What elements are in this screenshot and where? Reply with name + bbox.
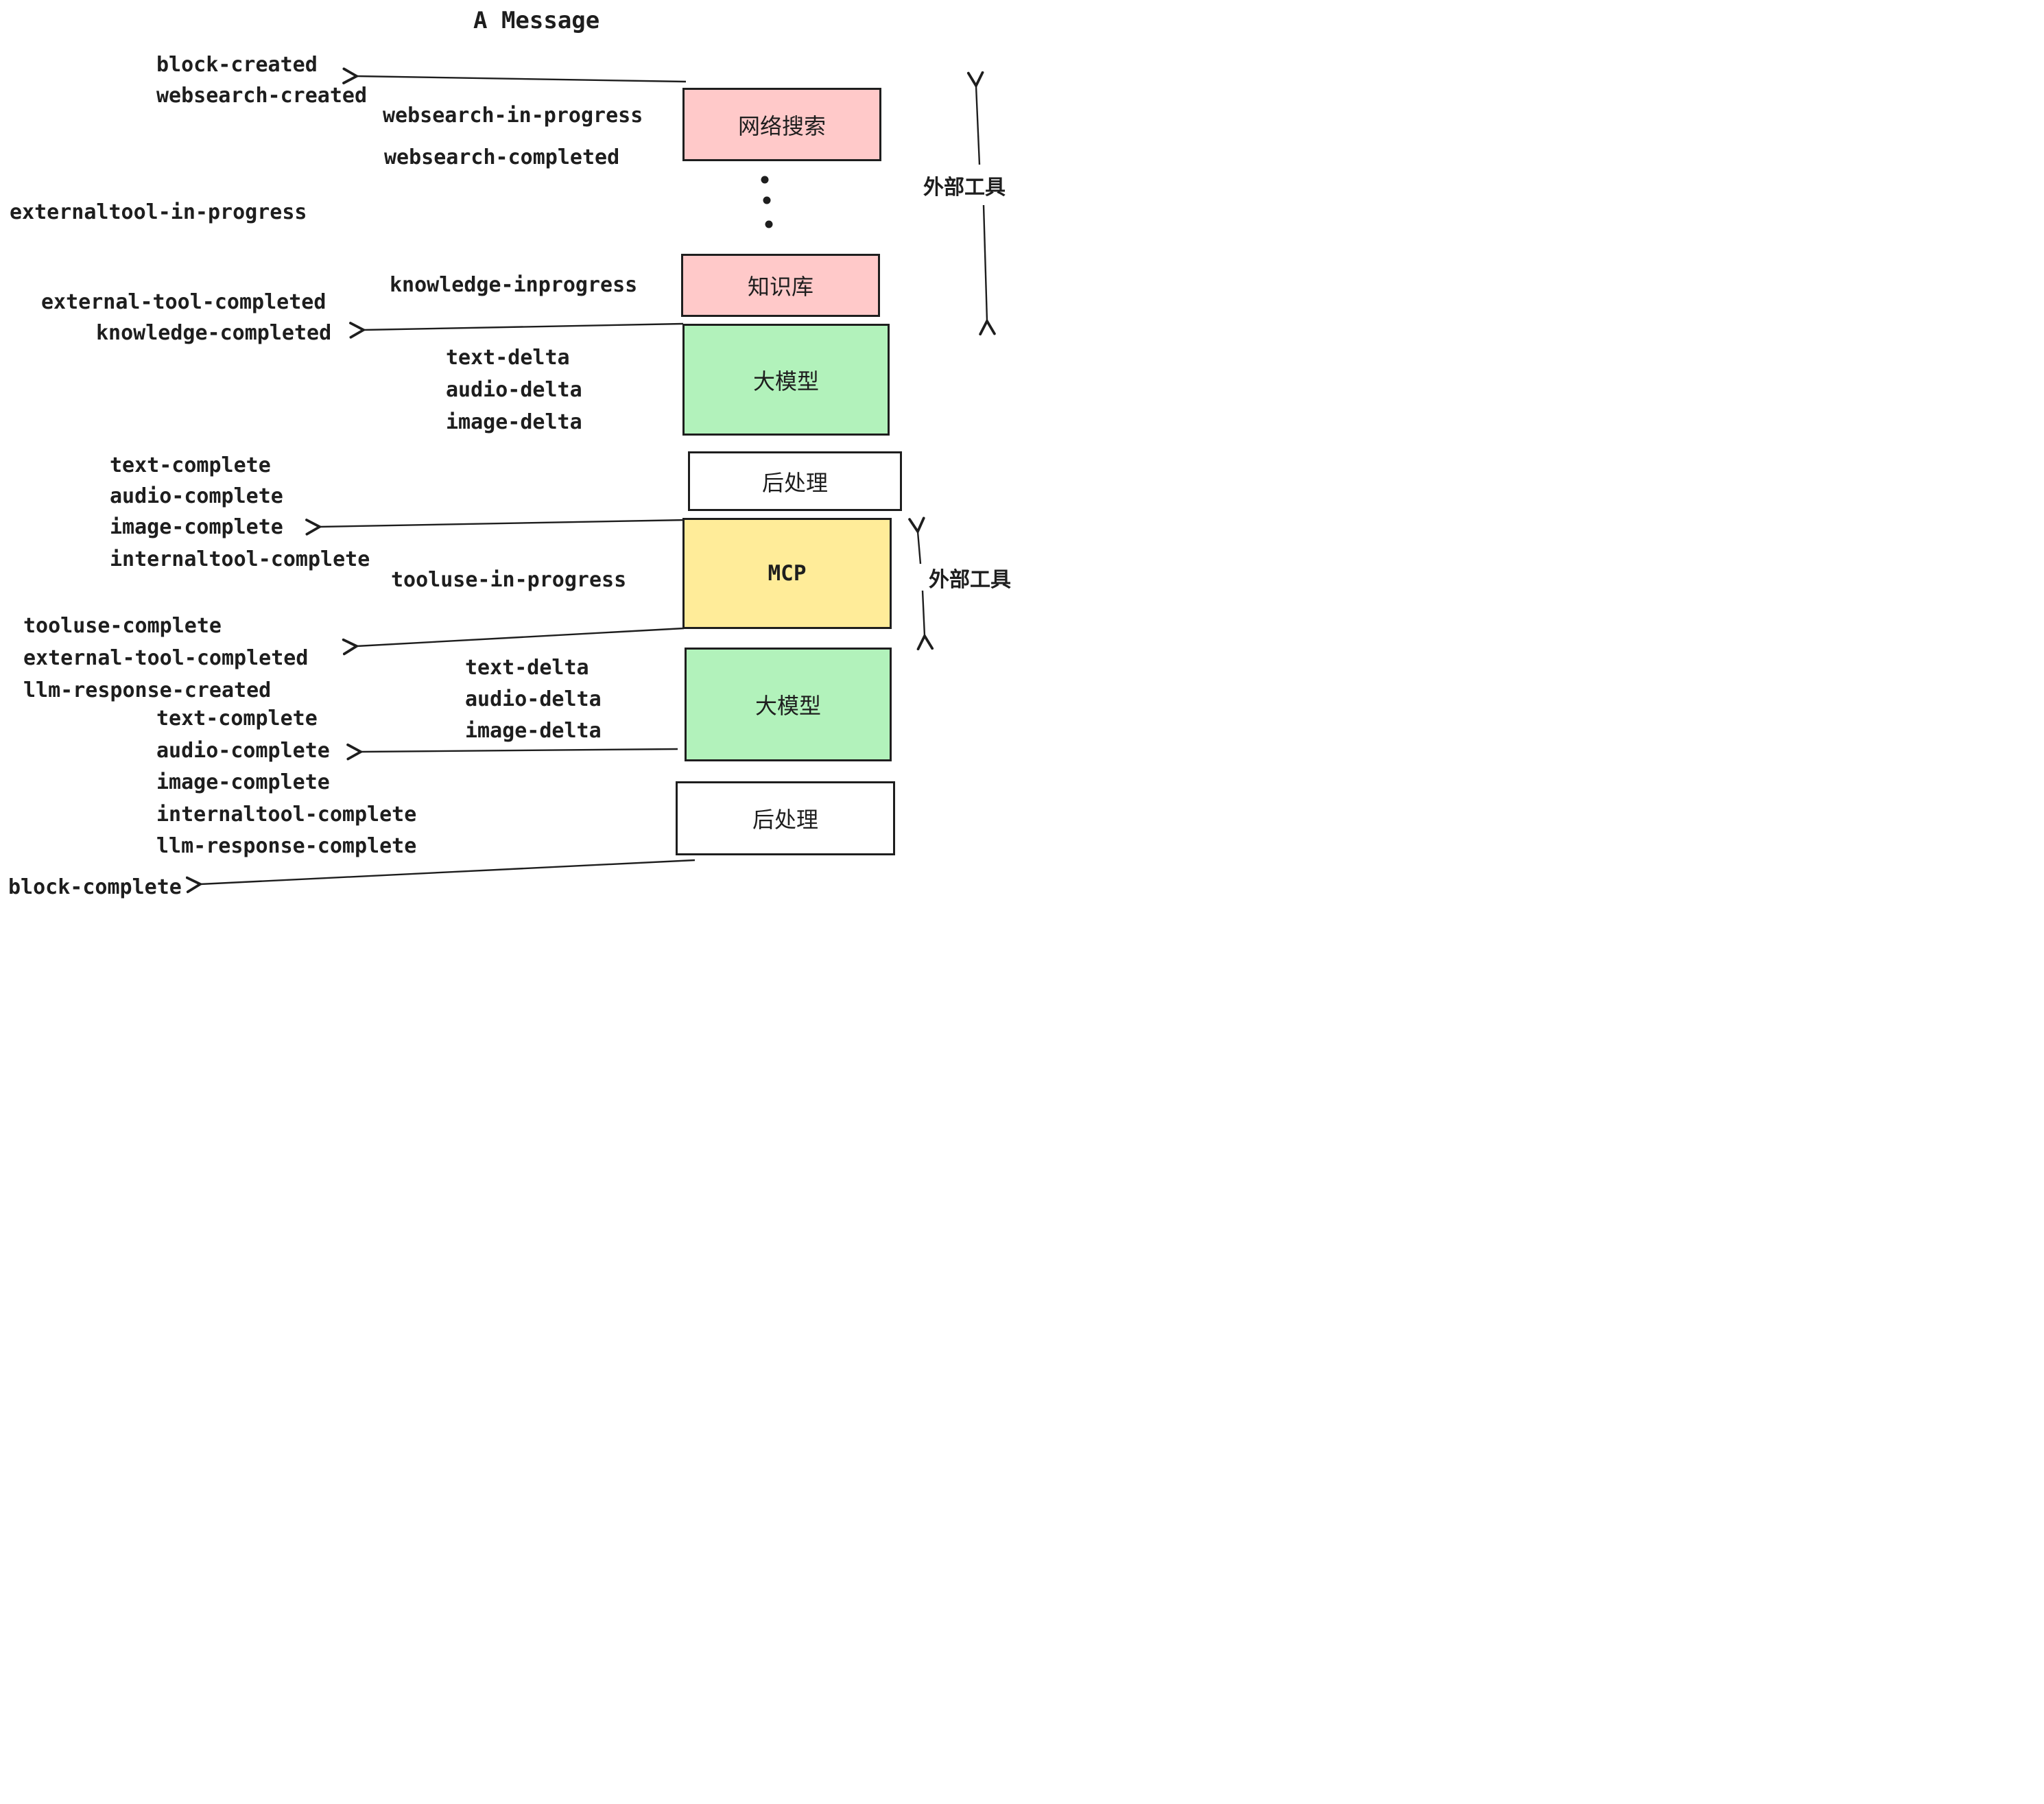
ellipsis-dot [763, 196, 771, 204]
event-llm-response-created: llm-response-created [23, 678, 272, 702]
event-audio-delta-2: audio-delta [465, 687, 602, 711]
llm-box-1: 大模型 [682, 324, 890, 436]
arrow-audio-complete [346, 743, 678, 761]
postprocess-box-2: 后处理 [676, 781, 895, 855]
event-external-tool-completed: external-tool-completed [41, 290, 326, 314]
mcp-box-label: MCP [768, 561, 807, 586]
knowledge-box-label: 知识库 [747, 274, 813, 300]
event-externaltool-in-progress: externaltool-in-progress [10, 200, 307, 224]
event-audio-complete: audio-complete [110, 484, 283, 508]
external-tools-label-1: 外部工具 [923, 176, 1006, 200]
mcp-box: MCP [682, 518, 892, 629]
event-internaltool-complete: internaltool-complete [110, 547, 370, 571]
websearch-box: 网络搜索 [682, 88, 881, 161]
arrow-knowledge-completed [349, 322, 684, 339]
external-tools-label-2: 外部工具 [929, 568, 1011, 592]
event-websearch-completed: websearch-completed [384, 145, 620, 169]
event-tooluse-complete: tooluse-complete [23, 614, 222, 638]
arrow-external-tools-up [966, 71, 984, 165]
arrow-mcp-external-down [916, 590, 934, 651]
event-audio-complete-2: audio-complete [156, 739, 330, 763]
event-block-created: block-created [156, 53, 318, 77]
event-websearch-created: websearch-created [156, 84, 368, 108]
arrow-block-complete [185, 859, 696, 894]
llm-box-2-label: 大模型 [754, 693, 821, 719]
event-block-complete: block-complete [8, 875, 182, 899]
event-external-tool-completed-2: external-tool-completed [23, 646, 309, 670]
ellipsis-dot [765, 220, 773, 228]
event-tooluse-in-progress: tooluse-in-progress [391, 568, 627, 592]
llm-box-2: 大模型 [685, 648, 892, 761]
arrow-internal-complete [305, 519, 688, 536]
event-text-complete-2: text-complete [156, 707, 318, 731]
event-knowledge-inprogress: knowledge-inprogress [390, 273, 638, 297]
arrow-external-tools-down [979, 204, 996, 336]
event-audio-delta: audio-delta [446, 378, 582, 402]
websearch-box-label: 网络搜索 [737, 112, 826, 139]
event-text-complete: text-complete [110, 453, 271, 477]
event-image-delta-2: image-delta [465, 719, 602, 743]
event-websearch-in-progress: websearch-in-progress [383, 104, 643, 128]
arrow-websearch-created [342, 67, 687, 84]
ellipsis-dot [761, 176, 769, 184]
event-text-delta-2: text-delta [465, 656, 589, 680]
postprocess-box-1: 后处理 [688, 451, 902, 511]
arrow-tooluse-complete [342, 627, 685, 656]
event-text-delta: text-delta [446, 346, 570, 370]
event-knowledge-completed: knowledge-completed [96, 321, 332, 345]
event-llm-response-complete: llm-response-complete [156, 834, 417, 858]
event-image-delta: image-delta [446, 410, 582, 434]
postprocess-box-1-label: 后处理 [761, 469, 828, 496]
arrow-mcp-external-up [908, 517, 925, 565]
diagram-canvas: A Message block-created websearch-create… [0, 0, 1022, 902]
postprocess-box-2-label: 后处理 [752, 807, 818, 833]
knowledge-box: 知识库 [681, 254, 880, 317]
event-image-complete-2: image-complete [156, 770, 330, 794]
llm-box-1-label: 大模型 [752, 368, 819, 394]
page-title: A Message [473, 7, 600, 34]
event-internaltool-complete-2: internaltool-complete [156, 803, 417, 827]
event-image-complete: image-complete [110, 515, 283, 539]
